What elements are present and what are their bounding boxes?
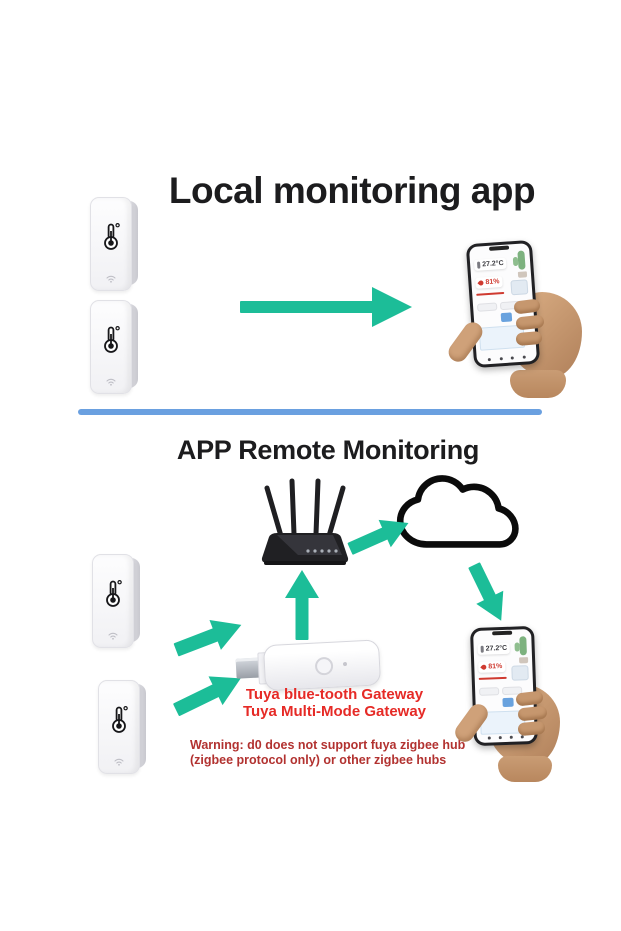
humidity-reading: 81% bbox=[475, 275, 503, 289]
temp-humidity-sensor-2 bbox=[90, 300, 138, 394]
gateway-label-multimode: Tuya Multi-Mode Gateway bbox=[242, 703, 427, 720]
gateway-labels: Tuya blue-tooth Gateway Tuya Multi-Mode … bbox=[212, 686, 457, 720]
thermometer-icon bbox=[104, 326, 120, 353]
gateway-body bbox=[262, 639, 382, 692]
phone-notch bbox=[492, 630, 513, 636]
humidity-bar bbox=[476, 291, 505, 296]
arrow-gateway-to-router bbox=[285, 570, 319, 640]
gateway-label-bluetooth: Tuya blue-tooth Gateway bbox=[245, 686, 424, 703]
hand-wrist bbox=[498, 756, 552, 782]
wifi-icon bbox=[106, 378, 116, 386]
temperature-reading: 27.2°C bbox=[477, 642, 511, 655]
router-icon bbox=[261, 478, 349, 565]
thermometer-mini-icon bbox=[480, 645, 484, 653]
warning-line-1: Warning: d0 does not support fuya zigbee… bbox=[190, 738, 466, 752]
sensor-front-face bbox=[90, 300, 132, 394]
usb-dongle-icon bbox=[235, 637, 382, 692]
water-drop-icon bbox=[477, 279, 485, 287]
section-divider bbox=[78, 409, 542, 415]
app-button bbox=[502, 697, 514, 708]
local-section-title: Local monitoring app bbox=[168, 170, 536, 211]
temp-humidity-sensor-1 bbox=[90, 197, 138, 291]
thermometer-icon bbox=[106, 580, 122, 607]
cloud-icon bbox=[396, 475, 519, 548]
thermometer-mini-icon bbox=[476, 261, 481, 269]
bottom-nav bbox=[477, 355, 537, 362]
cactus-plant bbox=[512, 250, 529, 278]
sensor-front-face bbox=[98, 680, 140, 774]
humidity-bar bbox=[478, 676, 507, 680]
app-button bbox=[500, 312, 513, 323]
gateway-led bbox=[342, 661, 348, 667]
device-thumbnail bbox=[510, 279, 529, 296]
hand-wrist bbox=[510, 370, 566, 398]
temp-humidity-sensor-3 bbox=[92, 554, 140, 648]
phone-in-hand-local: 27.2°C 81% bbox=[444, 236, 608, 398]
temp-humidity-sensor-4 bbox=[98, 680, 146, 774]
bottom-nav bbox=[477, 735, 535, 740]
thermometer-icon bbox=[104, 223, 120, 250]
thermometer-icon bbox=[112, 706, 128, 733]
wifi-icon bbox=[108, 632, 118, 640]
water-drop-icon bbox=[480, 663, 488, 671]
cactus-plant bbox=[514, 636, 530, 664]
humidity-reading: 81% bbox=[478, 660, 506, 673]
gateway-button bbox=[314, 656, 334, 676]
phone-in-hand-remote: 27.2°C 81% bbox=[442, 600, 612, 785]
arrow-sensors-to-phone bbox=[240, 287, 412, 327]
remote-section-title: APP Remote Monitoring bbox=[176, 435, 480, 465]
temperature-reading: 27.2°C bbox=[473, 257, 508, 271]
warning-line-2: (zigbee protocol only) or other zigbee h… bbox=[190, 752, 447, 767]
app-tabs bbox=[479, 686, 523, 696]
phone-notch bbox=[488, 245, 510, 251]
wifi-icon bbox=[114, 758, 124, 766]
wifi-icon bbox=[106, 275, 116, 283]
device-thumbnail bbox=[511, 665, 529, 681]
sensor-front-face bbox=[90, 197, 132, 291]
warning-text: Warning: d0 does not support fuya zigbee… bbox=[190, 738, 490, 767]
sensor-front-face bbox=[92, 554, 134, 648]
